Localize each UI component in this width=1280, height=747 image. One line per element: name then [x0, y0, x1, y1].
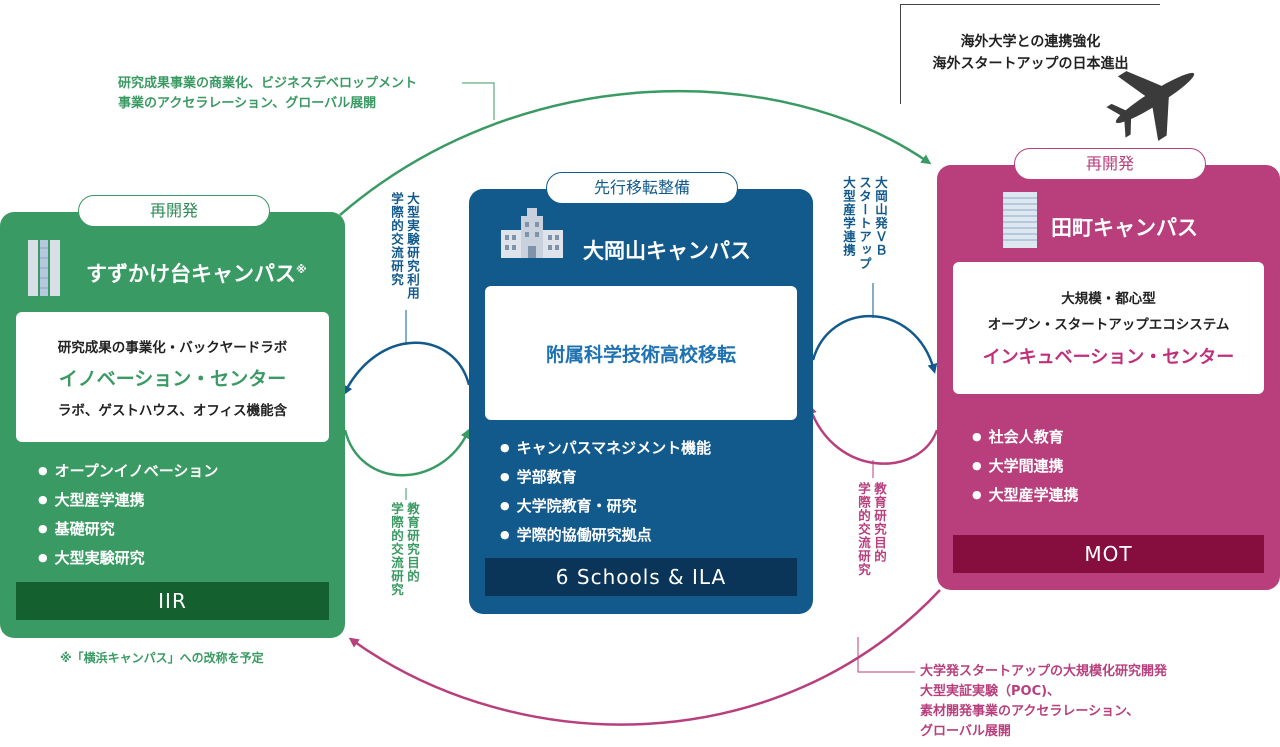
top-arc	[339, 89, 932, 216]
suzukakedai-title: すずかけ台キャンパス※	[86, 258, 307, 288]
list-item: 大型産学連携	[38, 486, 218, 515]
list-item: 大型産学連携	[972, 481, 1079, 510]
suzukakedai-inner-highlight: イノベーション・センター	[58, 367, 287, 390]
overseas-line2: 海外スタートアップの日本進出	[932, 56, 1129, 72]
list-item: 社会人教育	[972, 423, 1079, 452]
suzukakedai-inner-line1: 研究成果の事業化・バックヤードラボ	[57, 339, 288, 356]
list-item: オープンイノベーション	[38, 457, 219, 486]
oka-tama-upper-arc	[811, 314, 938, 374]
office-building-icon	[1003, 192, 1037, 248]
tower-building-icon	[28, 240, 60, 296]
tamachi-tag: 再開発	[1014, 148, 1206, 180]
overseas-box: 海外大学との連携強化 海外スタートアップの日本進出	[900, 4, 1160, 104]
list-item: 大学間連携	[972, 452, 1079, 481]
list-item: 学部教育	[500, 463, 711, 492]
oka-tama-top-label: 大岡山発ＶＢ スタートアップ 大型産学連携	[841, 176, 888, 271]
top-note: 研究成果事業の商業化、ビジネスデベロップメント 事業のアクセラレーション、グロー…	[118, 74, 417, 114]
ookayama-tag: 先行移転整備	[546, 172, 738, 204]
suzu-oka-top-label: 大型実験研究利用 学際的交流研究	[389, 192, 420, 300]
top-note-leader	[462, 82, 495, 120]
bottom-note-line1: 大学発スタートアップの大規模化研究開発	[920, 664, 1168, 679]
bottom-note: 大学発スタートアップの大規模化研究開発 大型実証実験（POC)、 素材開発事業の…	[920, 662, 1167, 742]
bottom-note-line2: 大型実証実験（POC)、	[920, 684, 1061, 699]
top-note-line1: 研究成果事業の商業化、ビジネスデベロップメント	[118, 76, 418, 91]
airplane-icon	[1106, 71, 1195, 141]
bottom-arc	[348, 589, 941, 726]
list-item: キャンパスマネジメント機能	[500, 434, 712, 463]
tamachi-inner-line1: 大規模・都心型	[1061, 291, 1156, 307]
suzukakedai-inner-box: 研究成果の事業化・バックヤードラボ イノベーション・センター ラボ、ゲストハウス…	[16, 312, 329, 442]
list-item: 基礎研究	[38, 515, 218, 544]
oka-tama-bottom-label: 教育研究目的 学際的交流研究	[856, 482, 887, 577]
suzukakedai-inner-line3: ラボ、ゲストハウス、オフィス機能含	[57, 402, 288, 419]
ookayama-bar: 6 Schools & ILA	[485, 558, 797, 596]
ookayama-title: 大岡山キャンパス	[583, 239, 751, 263]
list-item: 大学院教育・研究	[500, 492, 711, 521]
ookayama-inner-box: 附属科学技術高校移転	[485, 286, 797, 420]
tamachi-title: 田町キャンパス	[1051, 216, 1198, 240]
tamachi-inner-highlight: インキュベーション・センター	[982, 347, 1235, 368]
suzukakedai-bar: IIR	[16, 582, 329, 620]
tamachi-inner-box: 大規模・都心型 オープン・スタートアップエコシステム インキュベーション・センタ…	[953, 262, 1264, 394]
list-item: 大型実験研究	[38, 544, 218, 573]
suzukakedai-title-mark: ※	[296, 263, 307, 276]
top-note-line2: 事業のアクセラレーション、グローバル展開	[118, 96, 377, 111]
footnote: ※「横浜キャンパス」への改称を予定	[60, 651, 264, 665]
suzu-oka-upper-arc	[343, 341, 471, 396]
suzukakedai-title-text: すずかけ台キャンパス	[86, 262, 296, 286]
suzu-oka-bottom-label: 教育研究目的 学際的交流研究	[389, 502, 420, 597]
school-building-icon	[501, 208, 563, 258]
bottom-note-line3: 素材開発事業のアクセラレーション、	[920, 704, 1140, 719]
oka-tama-lower-arc	[807, 404, 939, 465]
suzu-oka-lower-arc	[343, 428, 470, 477]
ookayama-inner-text: 附属科学技術高校移転	[545, 343, 736, 366]
tamachi-bullets: 社会人教育 大学間連携 大型産学連携	[972, 423, 1079, 510]
bottom-note-leader	[857, 637, 915, 673]
bottom-note-line4: グローバル展開	[920, 724, 1011, 739]
overseas-line1: 海外大学との連携強化	[960, 34, 1101, 50]
list-item: 学際的協働研究拠点	[500, 521, 711, 550]
tamachi-bar: MOT	[953, 535, 1264, 573]
tamachi-inner-line2: オープン・スタートアップエコシステム	[987, 317, 1230, 333]
suzukakedai-tag: 再開発	[78, 195, 270, 227]
suzukakedai-bullets: オープンイノベーション 大型産学連携 基礎研究 大型実験研究	[38, 457, 219, 573]
ookayama-bullets: キャンパスマネジメント機能 学部教育 大学院教育・研究 学際的協働研究拠点	[500, 434, 712, 550]
